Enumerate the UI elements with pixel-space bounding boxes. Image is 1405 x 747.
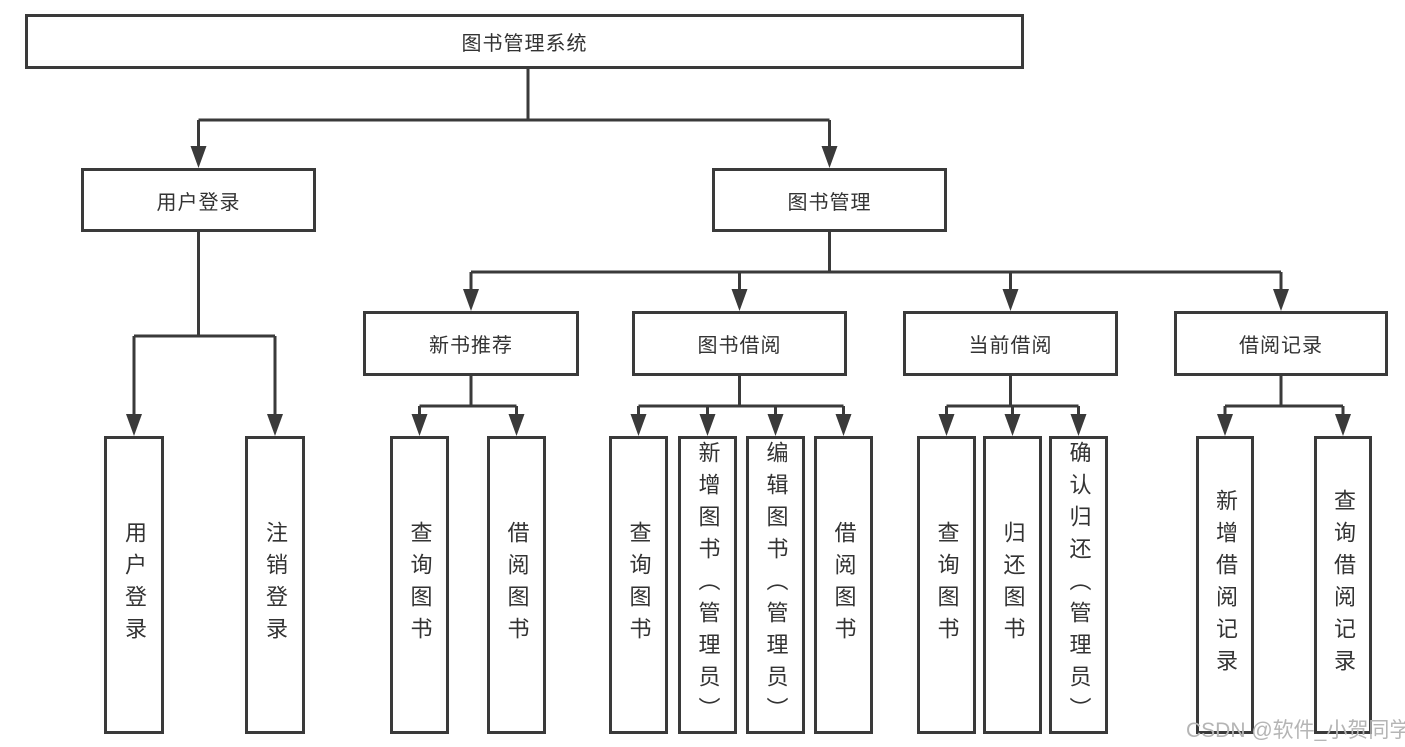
arrowhead: [126, 414, 142, 436]
node-book-management: 图书管理: [712, 168, 947, 232]
arrowhead: [463, 289, 479, 311]
leaf-query-books-recommend: 查询图书: [390, 436, 449, 734]
leaf-edit-book-admin: 编辑图书（管理员）: [746, 436, 805, 734]
leaf-label: 查询借阅记录: [1331, 489, 1356, 681]
leaf-label: 归还图书: [1000, 521, 1026, 649]
arrowhead: [190, 146, 207, 168]
arrowhead: [1217, 414, 1233, 436]
leaf-query-books-borrow: 查询图书: [609, 436, 668, 734]
arrowhead: [821, 146, 838, 168]
arrowhead: [731, 289, 748, 311]
leaf-add-borrow-record: 新增借阅记录: [1196, 436, 1254, 734]
arrowhead: [411, 414, 428, 436]
node-user-login: 用户登录: [81, 168, 316, 232]
leaf-borrow-books-recommend: 借阅图书: [487, 436, 546, 734]
node-book-borrow: 图书借阅: [632, 311, 847, 376]
leaf-label: 新增借阅记录: [1213, 489, 1238, 681]
leaf-label: 用户登录: [122, 521, 147, 649]
leaf-label: 借阅图书: [831, 521, 857, 649]
arrowhead: [508, 414, 525, 436]
arrowhead: [767, 414, 784, 436]
leaf-label: 注销登录: [263, 521, 288, 649]
leaf-user-login: 用户登录: [104, 436, 164, 734]
arrowhead: [1335, 414, 1351, 436]
arrowhead: [699, 414, 716, 436]
leaf-label: 确认归还（管理员）: [1066, 441, 1092, 729]
leaf-borrow-books: 借阅图书: [814, 436, 873, 734]
node-library-system: 图书管理系统: [25, 14, 1024, 69]
watermark: CSDN @软件_小贺同学: [1186, 719, 1405, 742]
node-new-book-recommend: 新书推荐: [363, 311, 579, 376]
arrowhead: [835, 414, 852, 436]
leaf-label: 借阅图书: [504, 521, 530, 649]
leaf-label: 查询图书: [407, 521, 433, 649]
arrowhead: [267, 414, 283, 436]
node-current-borrow: 当前借阅: [903, 311, 1118, 376]
leaf-query-borrow-record: 查询借阅记录: [1314, 436, 1372, 734]
arrowhead: [1002, 289, 1019, 311]
arrowhead: [1070, 414, 1087, 436]
leaf-add-book-admin: 新增图书（管理员）: [678, 436, 737, 734]
arrowhead: [630, 414, 647, 436]
arrowhead: [1004, 414, 1021, 436]
node-borrow-records: 借阅记录: [1174, 311, 1388, 376]
leaf-label: 查询图书: [934, 521, 960, 649]
leaf-label: 编辑图书（管理员）: [763, 441, 789, 729]
leaf-return-books: 归还图书: [983, 436, 1042, 734]
arrowhead: [1273, 289, 1289, 311]
leaf-query-books-current: 查询图书: [917, 436, 976, 734]
leaf-confirm-return-admin: 确认归还（管理员）: [1049, 436, 1108, 734]
leaf-logout: 注销登录: [245, 436, 305, 734]
leaf-label: 查询图书: [626, 521, 652, 649]
leaf-label: 新增图书（管理员）: [695, 441, 721, 729]
arrowhead: [938, 414, 955, 436]
